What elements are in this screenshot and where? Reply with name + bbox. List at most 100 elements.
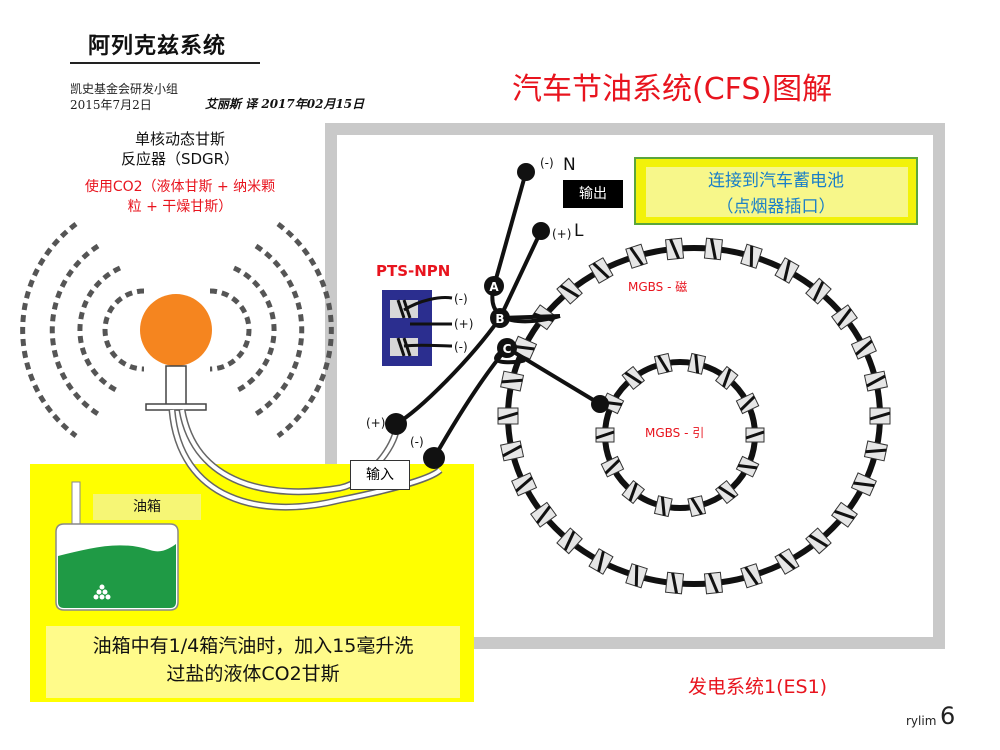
outer-ring-bead-coil: [629, 246, 644, 266]
outer-ring-bead-coil: [710, 238, 717, 260]
wire-b-plus: [394, 316, 502, 426]
sdgr-stem: [165, 365, 187, 407]
inner-ring-bead-coil: [717, 485, 736, 499]
wire-c-minus: [432, 346, 509, 459]
sdgr-wave-arcs: [20, 221, 334, 439]
bottom-note-bg: [46, 626, 460, 698]
outer-ring-bead-coil: [634, 565, 639, 587]
battery-line2: （点烟器插口）: [716, 197, 836, 217]
sdgr-base: [145, 403, 207, 411]
outer-ring-bead-coil: [502, 444, 522, 458]
terminal-n-sign: (-): [540, 156, 554, 170]
pts-npn-module: [382, 290, 453, 366]
terminal-n-letter: N: [563, 155, 576, 175]
mgbs-outer-ring: [497, 237, 891, 595]
tank-label-bg: [93, 494, 201, 520]
battery-line1: 连接到汽车蓄电池: [708, 171, 844, 191]
wire-l-b: [498, 230, 543, 319]
battery-text: 连接到汽车蓄电池 （点烟器插口）: [634, 168, 918, 220]
page-title: 汽车节油系统(CFS)图解: [512, 72, 833, 107]
sdgr-co2-line2: 粒 + 干燥甘斯）: [127, 199, 233, 215]
mgbs-gravity-label: MGBS - 引: [645, 426, 705, 440]
inner-ring-bead-coil: [690, 497, 703, 516]
header-title: 阿列克兹系统: [88, 34, 227, 59]
header-org: 凯史基金会研发小组: [70, 82, 179, 96]
outer-ring-bead-coil: [834, 509, 855, 520]
pts-minus2: (-): [454, 340, 468, 354]
terminal-l-sign: (+): [552, 227, 571, 241]
terminal-n-dot: [517, 163, 535, 181]
sdgr-label-line2: 反应器（SDGR）: [120, 150, 240, 168]
inner-ring-bead-coil: [595, 430, 615, 440]
bottom-note: 油箱中有1/4箱汽油时，加入15毫升洗 过盐的液体CO2甘斯: [46, 632, 460, 688]
bottom-note-line2: 过盐的液体CO2甘斯: [166, 663, 340, 685]
pts-plus: (+): [454, 317, 473, 331]
node-b-label: B: [495, 312, 504, 326]
outer-ring-bead-coil: [515, 476, 533, 493]
inner-ring-bead-coil: [739, 395, 756, 412]
outer-ring-bead-coil: [808, 534, 829, 548]
outer-ring-bead-coil: [744, 566, 759, 586]
pts-npn-label: PTS-NPN: [376, 262, 451, 280]
inner-ring-bead-coil: [722, 368, 732, 388]
outer-ring-bead-coil: [513, 344, 535, 351]
header-date: 2015年7月2日: [70, 98, 152, 112]
sdgr-core: [140, 294, 212, 366]
wire-c-inner: [505, 346, 602, 406]
outer-ring-bead-coil: [592, 262, 610, 279]
header-rule: [70, 62, 260, 64]
node-c-label: C: [503, 342, 512, 356]
outer-ring-bead-coil: [708, 572, 719, 594]
inner-ring-bead-coil: [694, 354, 700, 374]
wire-c-outer: [494, 346, 526, 365]
sdgr-tube2-inner: [180, 409, 399, 494]
node-a: [484, 276, 504, 296]
wire-b-ring: [499, 314, 561, 320]
outer-ring-bead-coil: [563, 530, 576, 551]
battery-callout-inner: [646, 167, 908, 217]
input-minus-dot: [423, 447, 445, 469]
outer-ring-bead-coil: [783, 260, 791, 282]
outer-ring-bead-coil: [597, 550, 605, 572]
outer-ring-bead-coil: [671, 572, 678, 594]
es1-label: 发电系统1(ES1): [688, 676, 828, 698]
header-translator: 艾丽斯 译 2017年02月15日: [205, 97, 365, 111]
terminal-l-dot: [532, 222, 550, 240]
outer-ring-bead-coil: [855, 339, 873, 356]
outer-ring-bead-coil: [812, 281, 825, 302]
input-label: 输入: [350, 460, 410, 490]
inner-ring-bead-coil: [657, 354, 670, 373]
outer-ring-bead-coil: [749, 245, 754, 267]
outer-ring-bead-coil: [559, 284, 580, 298]
sdgr-co2-note: 使用CO2（液体甘斯 + 纳米颗 粒 + 干燥甘斯）: [60, 177, 300, 217]
outer-ring-bead-coil: [853, 481, 875, 488]
outer-ring-bead-coil: [669, 238, 680, 260]
footer-brand: rylim: [906, 714, 937, 728]
sdgr-co2-line1: 使用CO2（液体甘斯 + 纳米颗: [84, 179, 276, 195]
input-plus-dot: [385, 413, 407, 435]
mgbs-inner-ring: [595, 352, 765, 518]
outer-ring-bead-coil: [836, 308, 852, 327]
inner-ring-bead-coil: [624, 371, 643, 385]
inner-ring-bead-coil: [628, 482, 638, 502]
page-number: 6: [940, 702, 956, 730]
input-plus-label: (+): [366, 416, 385, 430]
node-b: [490, 308, 510, 328]
outer-ring-bead-coil: [778, 553, 796, 570]
sdgr-label-line1: 单核动态甘斯: [134, 130, 225, 148]
inner-ring-bead-coil: [660, 496, 666, 516]
node-a-label: A: [489, 280, 499, 294]
mgbs-magnetic-label: MGBS - 磁: [628, 280, 688, 294]
tank-label: 油箱: [133, 499, 161, 515]
node-c: [497, 338, 517, 358]
inner-ring-bead-coil: [604, 458, 621, 475]
inner-ring-node: [591, 395, 609, 413]
outer-ring-bead-coil: [536, 505, 552, 524]
outer-ring-bead-coil: [866, 374, 886, 388]
sdgr-tube-inner: [170, 409, 442, 510]
terminal-l-letter: L: [574, 221, 584, 241]
pts-minus1: (-): [454, 292, 468, 306]
outer-ring-bead-coil: [501, 378, 523, 384]
bottom-note-line1: 油箱中有1/4箱汽油时，加入15毫升洗: [92, 635, 414, 657]
